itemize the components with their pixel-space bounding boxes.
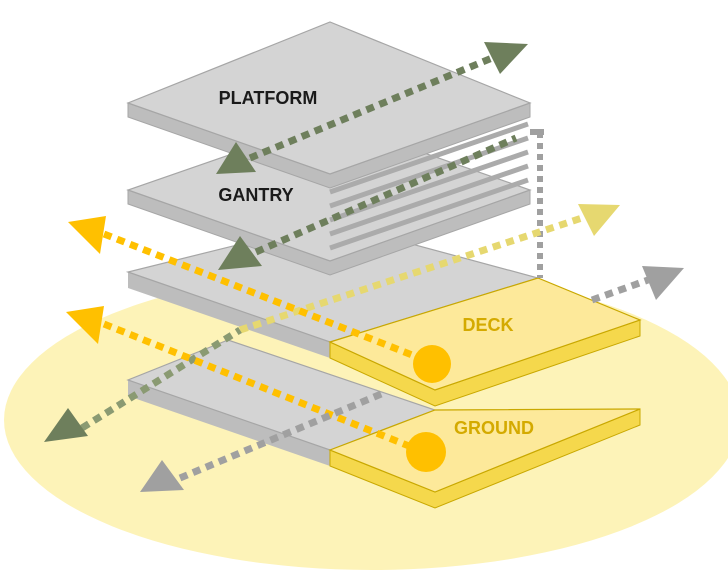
layer-label-gantry: GANTRY [218,185,293,205]
deck-slab-yellow [328,277,642,391]
layer-label-deck: DECK [462,315,513,335]
green-mid-left-head [218,236,262,270]
deck-origin-node [413,345,451,383]
pale-arrow-head [578,204,620,236]
orange-arrow-lower [66,306,426,456]
gray-bottom-head [140,460,184,492]
ground-origin-node [406,432,446,472]
ground-slab-side [128,380,330,466]
green-top-right-head [484,42,528,74]
platform-slab [126,21,532,175]
deck-slab-side [128,272,330,358]
green-lower-left-head [44,408,88,442]
orange-upper-head [68,216,106,254]
pale-diagonal-arrow [238,204,620,334]
green-top-left-head [216,142,256,174]
orange-lower-head [66,306,104,344]
green-arrow-top [216,42,528,174]
orange-arrow-upper [68,216,432,366]
layer-label-ground: GROUND [454,418,534,438]
green-arrow-mid [218,134,518,270]
green-arrow-lower [44,327,242,442]
platform-layer [126,21,532,189]
gray-arrow-bottom [140,388,388,492]
layer-label-platform: PLATFORM [219,88,318,108]
gray-right-head [642,266,684,300]
ground-slab-yellow [328,408,641,493]
gray-arrow-right [590,266,684,304]
